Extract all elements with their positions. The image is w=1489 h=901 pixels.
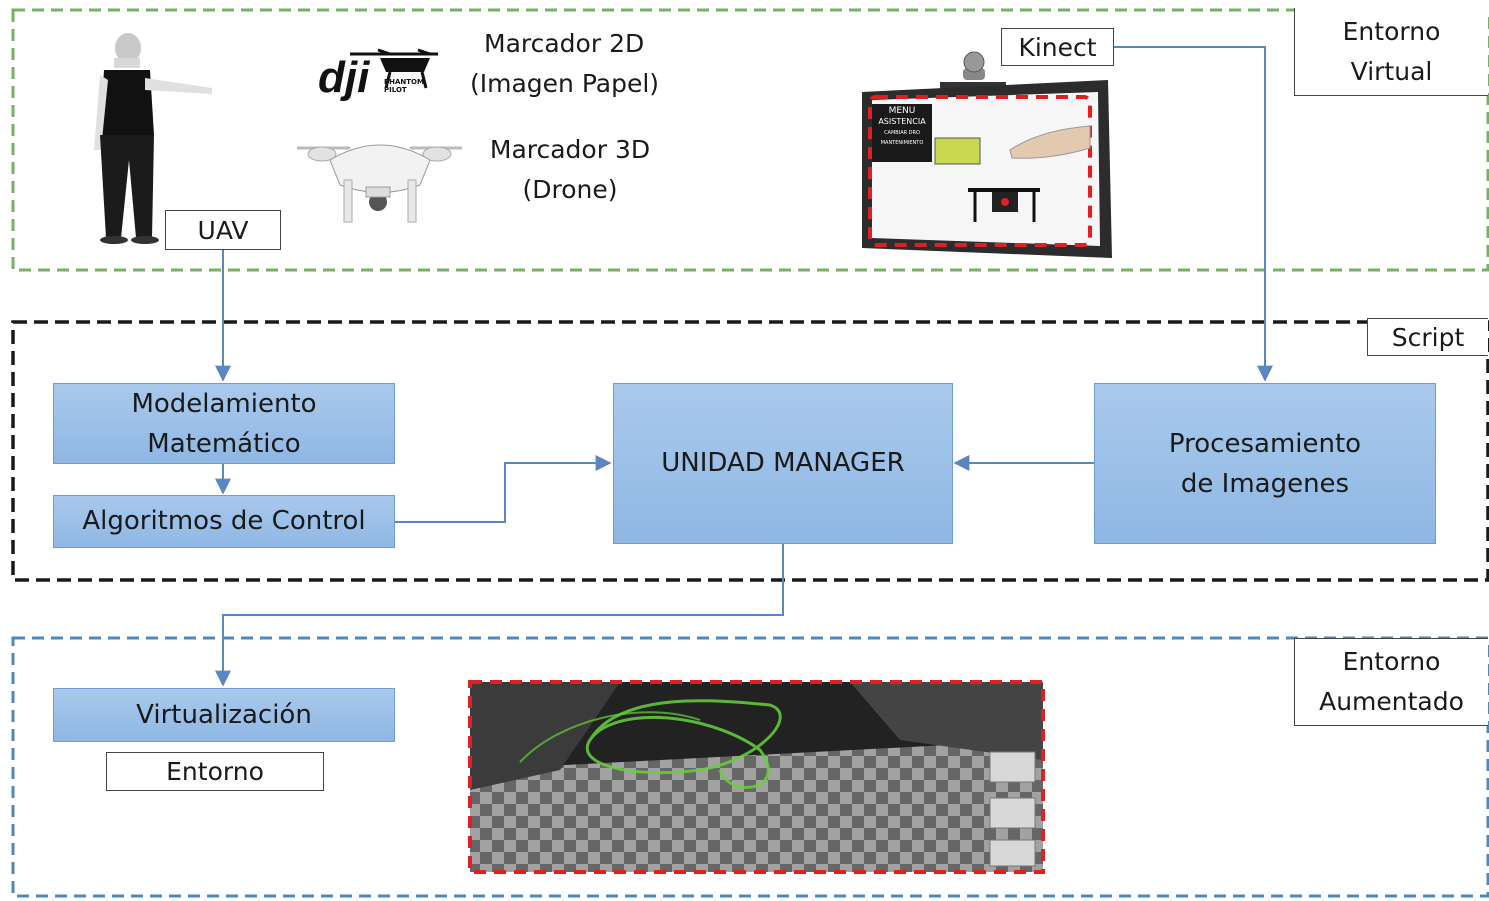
marker-2d-title: Marcador 2D <box>484 29 645 58</box>
procesamiento-line1: Procesamiento <box>1168 428 1362 459</box>
person-figure <box>94 33 212 244</box>
augmented-label-line1: Entorno <box>1342 647 1441 676</box>
screen-menu-item: ASISTENCIA <box>878 117 926 126</box>
arrow-algoritmos-to-manager <box>395 455 612 523</box>
uav-label: UAV <box>165 210 281 250</box>
augmented-environment-region <box>11 636 1489 898</box>
screen-menu: MENU ASISTENCIA CAMBIAR DRO MANTENIMIENT… <box>874 106 930 148</box>
arrow-kinect-to-procesamiento <box>1113 46 1273 382</box>
marker-3d-title: Marcador 3D <box>489 135 651 164</box>
virtual-environment-region <box>11 8 1489 272</box>
screen-menu-title: MENU <box>888 106 916 116</box>
modelamiento-line2: Matemático <box>147 428 301 459</box>
dji-sub-text: PHANTOM PILOT <box>384 78 424 94</box>
procesamiento-block: Procesamiento de Imagenes <box>1094 383 1436 544</box>
kinect-display-image <box>862 51 1112 258</box>
augmented-environment-label: Entorno Aumentado <box>1294 638 1488 726</box>
virtual-label-line1: Entorno <box>1342 16 1441 46</box>
dji-logo: dji PHANTOM PILOT <box>318 44 438 104</box>
script-label: Script <box>1367 318 1488 356</box>
dji-brand-text: dji <box>318 53 370 102</box>
script-region <box>11 320 1489 582</box>
arrow-manager-to-virtualizacion <box>215 543 784 687</box>
augmented-view-image <box>468 680 1045 874</box>
screen-menu-item: MANTENIMIENTO <box>880 140 924 146</box>
dji-drone-icon <box>350 48 438 89</box>
kinect-label: Kinect <box>1001 28 1114 66</box>
unidad-manager-block: UNIDAD MANAGER <box>613 383 953 544</box>
virtualizacion-block: Virtualización <box>53 688 395 742</box>
procesamiento-line2: de Imagenes <box>1180 468 1350 499</box>
virtual-label-line2: Virtual <box>1350 56 1433 86</box>
screen-menu-item: CAMBIAR DRO <box>884 130 920 136</box>
algoritmos-block: Algoritmos de Control <box>53 495 395 548</box>
marker-3d-label: Marcador 3D (Drone) <box>470 130 670 210</box>
marker-2d-subtitle: (Imagen Papel) <box>470 69 660 98</box>
connectors <box>215 46 1273 687</box>
marker-3d-subtitle: (Drone) <box>522 175 618 204</box>
augmented-label-line2: Aumentado <box>1319 687 1464 716</box>
marker-2d-label: Marcador 2D (Imagen Papel) <box>470 24 700 104</box>
entorno-label: Entorno <box>106 752 324 791</box>
virtual-environment-label: Entorno Virtual <box>1294 8 1488 96</box>
modelamiento-block: Modelamiento Matemático <box>53 383 395 464</box>
modelamiento-line1: Modelamiento <box>131 388 317 419</box>
drone-3d-marker-image <box>297 144 462 223</box>
